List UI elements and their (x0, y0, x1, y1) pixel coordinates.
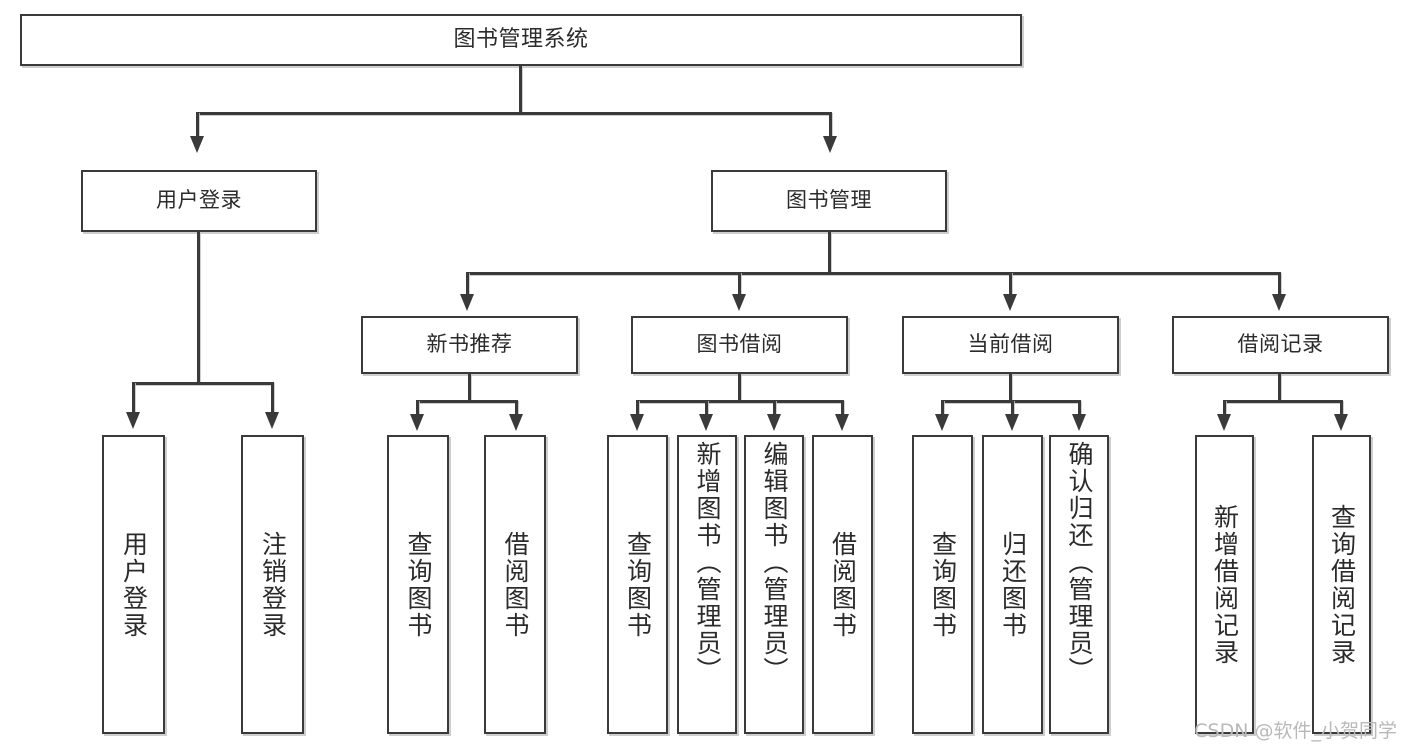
leaf-edit-book-admin[interactable]: 编辑图书（管理员） (744, 435, 804, 734)
node-label: 查询图书 (404, 530, 433, 639)
arrowhead-leaf-add-record (1217, 414, 1231, 431)
leaf-add-borrow-record[interactable]: 新增借阅记录 (1195, 435, 1254, 734)
leaf-query-book-current[interactable]: 查询图书 (912, 435, 973, 734)
leaf-query-book-borrow[interactable]: 查询图书 (607, 435, 668, 734)
node-label: 图书管理系统 (453, 26, 589, 52)
node-borrow-record[interactable]: 借阅记录 (1172, 316, 1389, 374)
leaf-user-login[interactable]: 用户登录 (102, 435, 165, 734)
arrowhead-current-borrow (1003, 294, 1017, 311)
leaf-query-book-new-recommend[interactable]: 查询图书 (387, 435, 449, 734)
connector-book-borrow-bus (636, 400, 842, 403)
node-label: 新增借阅记录 (1210, 503, 1240, 666)
connector-book-borrow-c2 (705, 400, 708, 416)
node-user-login[interactable]: 用户登录 (81, 170, 317, 232)
connector-to-current-borrow (1009, 272, 1012, 297)
connector-new-book-rec-bus (416, 400, 518, 403)
arrowhead-leaf-user-login (126, 412, 140, 429)
connector-book-manage-stem (828, 232, 831, 274)
arrowhead-user-login (190, 136, 204, 153)
arrowhead-leaf-user-logout (265, 412, 279, 429)
arrowhead-borrow-record (1272, 294, 1286, 311)
watermark-csdn: CSDN @软件_小贺同学 (1194, 720, 1397, 742)
connector-borrow-record-stem (1278, 374, 1281, 402)
connector-new-book-rec-c2 (515, 400, 518, 416)
node-label: 编辑图书（管理员） (760, 441, 789, 684)
connector-book-borrow-c4 (841, 400, 844, 416)
arrowhead-book-manage (823, 136, 837, 153)
connector-borrow-record-bus (1223, 400, 1342, 403)
arrowhead-leaf-query-book-2 (630, 414, 644, 431)
arrowhead-leaf-query-book-3 (935, 414, 949, 431)
connector-to-new-book-rec (466, 272, 469, 297)
connector-current-borrow-c1 (941, 400, 944, 416)
leaf-query-borrow-record[interactable]: 查询借阅记录 (1312, 435, 1371, 734)
node-label: 查询图书 (928, 530, 958, 639)
node-label: 图书管理 (786, 188, 872, 213)
connector-book-borrow-c3 (773, 400, 776, 416)
arrowhead-new-book-rec (460, 294, 474, 311)
node-label: 图书借阅 (696, 332, 783, 357)
connector-user-login-left (132, 382, 135, 415)
leaf-return-book[interactable]: 归还图书 (982, 435, 1043, 734)
node-label: 当前借阅 (967, 332, 1054, 357)
connector-new-book-rec-c1 (416, 400, 419, 416)
node-label: 用户登录 (119, 530, 149, 639)
arrowhead-leaf-query-record (1334, 414, 1348, 431)
connector-level3-bus (466, 272, 1280, 275)
arrowhead-leaf-borrow-book-1 (509, 414, 523, 431)
node-label: 借阅记录 (1237, 332, 1324, 357)
node-label: 查询图书 (623, 530, 653, 639)
connector-root-stem (519, 66, 522, 113)
connector-to-book-manage (829, 112, 832, 139)
node-book-borrow[interactable]: 图书借阅 (631, 316, 848, 374)
node-label: 归还图书 (998, 530, 1028, 639)
connector-user-login-bus (132, 382, 273, 385)
node-label: 新书推荐 (426, 332, 513, 357)
node-label: 借阅图书 (828, 530, 858, 639)
arrowhead-leaf-edit-book (767, 414, 781, 431)
connector-current-borrow-stem (1009, 374, 1012, 402)
arrowhead-leaf-return-book (1005, 414, 1019, 431)
leaf-borrow-book-new-recommend[interactable]: 借阅图书 (484, 435, 546, 734)
node-label: 查询借阅记录 (1327, 503, 1357, 666)
connector-to-user-login (196, 112, 199, 139)
connector-current-borrow-bus (941, 400, 1079, 403)
node-label: 新增图书（管理员） (693, 441, 722, 684)
arrowhead-leaf-confirm-return (1072, 414, 1086, 431)
connector-level2-bus (196, 112, 831, 115)
connector-borrow-record-c1 (1223, 400, 1226, 416)
connector-current-borrow-c3 (1078, 400, 1081, 416)
leaf-confirm-return-admin[interactable]: 确认归还（管理员） (1049, 435, 1109, 734)
leaf-add-book-admin[interactable]: 新增图书（管理员） (677, 435, 737, 734)
connector-to-borrow-record (1278, 272, 1281, 297)
arrowhead-leaf-add-book (699, 414, 713, 431)
connector-book-borrow-stem (738, 374, 741, 402)
arrowhead-leaf-borrow-book-2 (835, 414, 849, 431)
node-label: 确认归还（管理员） (1065, 441, 1094, 684)
connector-user-login-stem (197, 232, 200, 384)
leaf-user-logout[interactable]: 注销登录 (241, 435, 304, 734)
leaf-borrow-book-borrow[interactable]: 借阅图书 (812, 435, 873, 734)
node-root-book-management-system[interactable]: 图书管理系统 (20, 14, 1022, 66)
arrowhead-book-borrow (732, 294, 746, 311)
connector-new-book-rec-stem (468, 374, 471, 402)
arrowhead-leaf-query-book-1 (410, 414, 424, 431)
node-new-book-recommend[interactable]: 新书推荐 (361, 316, 578, 374)
connector-to-book-borrow (738, 272, 741, 297)
node-label: 注销登录 (258, 530, 288, 639)
node-label: 用户登录 (156, 188, 242, 213)
node-current-borrow[interactable]: 当前借阅 (902, 316, 1119, 374)
node-book-management[interactable]: 图书管理 (711, 170, 947, 232)
connector-current-borrow-c2 (1011, 400, 1014, 416)
node-label: 借阅图书 (501, 530, 530, 639)
connector-book-borrow-c1 (636, 400, 639, 416)
connector-user-login-right (271, 382, 274, 415)
connector-borrow-record-c2 (1340, 400, 1343, 416)
